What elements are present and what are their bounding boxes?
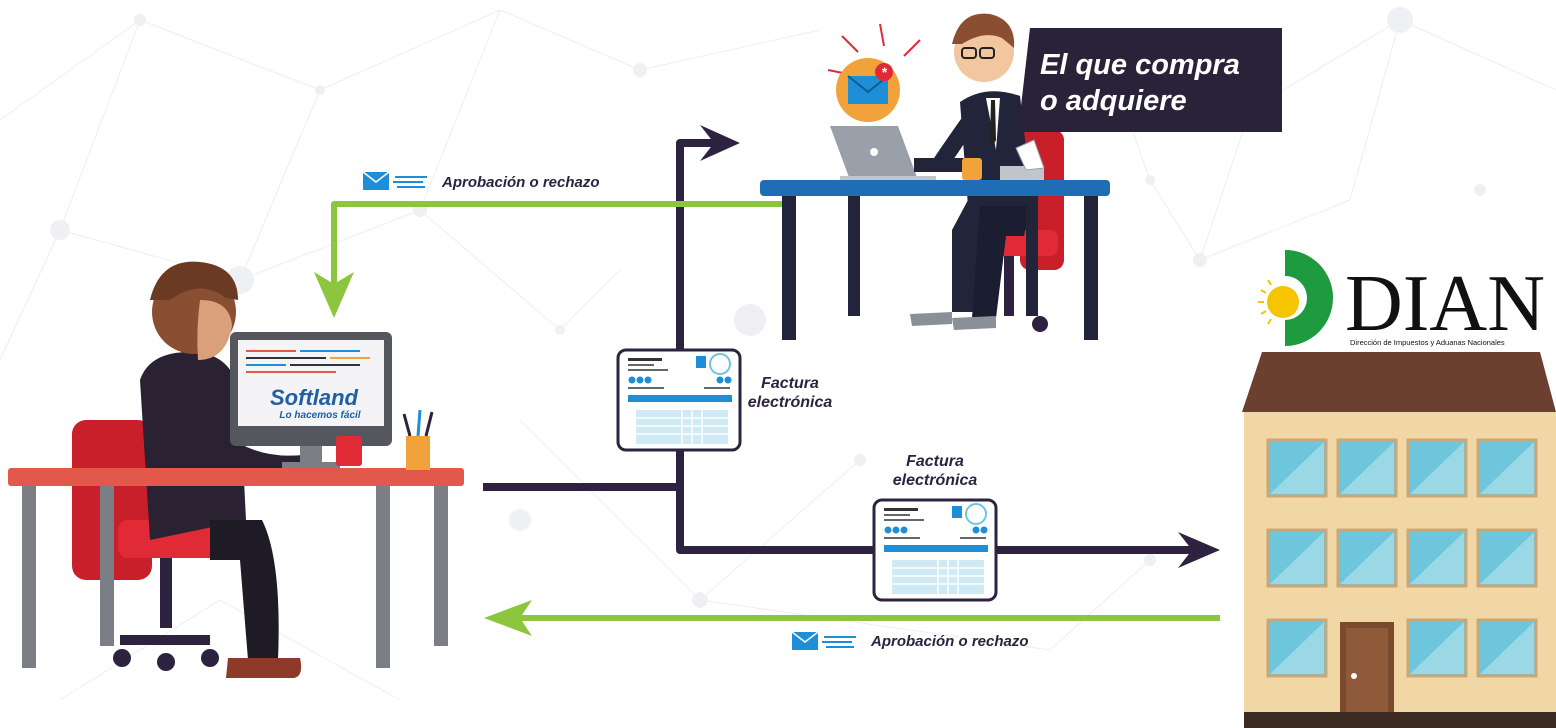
dian-building <box>1242 352 1556 728</box>
invoice-label-1-line2: electrónica <box>748 394 833 411</box>
invoice-label-2-line2: electrónica <box>893 472 978 489</box>
invoice-document-icon <box>616 348 742 452</box>
monitor-brand: Softland <box>270 385 359 410</box>
buyer-laptop <box>830 126 1045 182</box>
dian-logo: DIAN Dirección de Impuestos y Aduanas Na… <box>1258 250 1545 348</box>
dian-name: DIAN <box>1345 260 1545 348</box>
invoice-label-1-line1: Factura <box>761 375 819 392</box>
invoice-document-icon <box>872 498 998 602</box>
title-line-2: o adquiere <box>1040 85 1187 117</box>
buyer-desk <box>760 180 1110 340</box>
seller-desk <box>8 468 464 668</box>
approval-line-buyer <box>331 201 782 290</box>
approval-label-bottom: Aprobación o rechazo <box>870 633 1029 650</box>
desk-accessories <box>336 409 434 470</box>
arrowhead-to-buyer <box>700 125 740 161</box>
dian-subtitle: Dirección de Impuestos y Aduanas Naciona… <box>1350 338 1505 347</box>
monitor: Softland Lo hacemos fácil <box>230 332 392 468</box>
invoice-label-2-line1: Factura <box>906 453 964 470</box>
svg-text:*: * <box>881 64 887 80</box>
approval-arrowhead-buyer <box>314 272 354 318</box>
envelope-icon <box>791 631 857 651</box>
monitor-tagline: Lo hacemos fácil <box>279 410 360 421</box>
flow-line-to-buyer <box>483 139 720 491</box>
title-banner <box>1018 28 1282 132</box>
title-line-1: El que compra <box>1040 49 1240 81</box>
approval-arrowhead-dian <box>484 600 532 636</box>
envelope-icon <box>362 171 428 191</box>
approval-label-top: Aprobación o rechazo <box>441 174 600 191</box>
arrowhead-to-dian <box>1178 532 1220 568</box>
email-alert-icon: * <box>827 23 921 122</box>
flow-line-to-dian <box>676 487 1200 554</box>
